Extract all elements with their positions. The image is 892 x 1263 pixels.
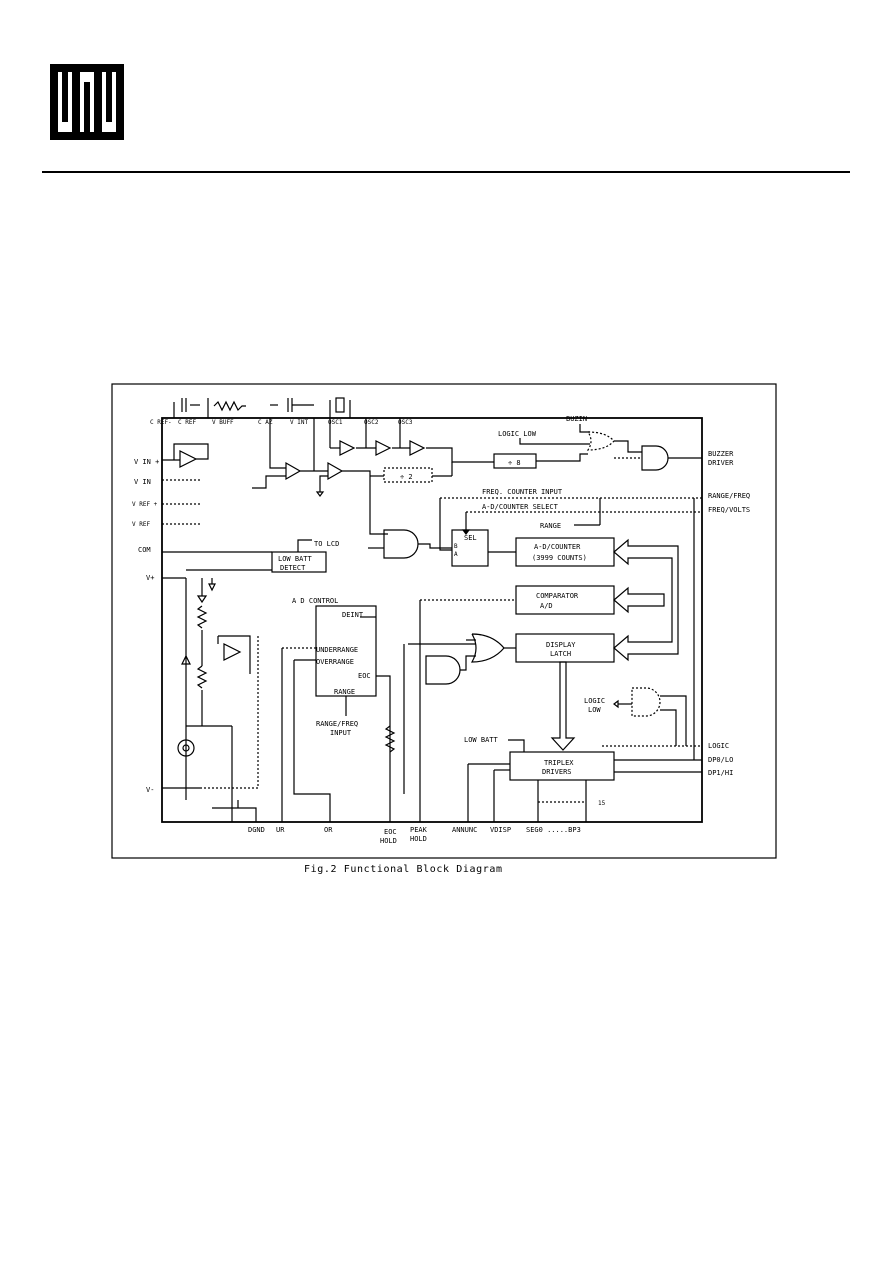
label-vin-plus: V IN +: [134, 458, 159, 466]
label-v-minus: V-: [146, 786, 154, 794]
label-osc1: OSC1: [328, 419, 343, 426]
label-c-ref-minus: C REF-: [150, 419, 172, 426]
comparator-label-1: COMPARATOR: [536, 592, 579, 600]
eoc-label: EOC: [358, 672, 371, 680]
vdisp-pin: VDISP: [490, 826, 511, 834]
logic-low-label-1: LOGIC: [584, 697, 605, 705]
header-rule: [42, 171, 850, 173]
sel-label: SEL: [464, 534, 477, 542]
logic-pin: LOGIC: [708, 742, 729, 750]
eoc-pin-2: HOLD: [380, 837, 397, 845]
chip-boundary: [161, 417, 703, 823]
overrange-label: OVERRANGE: [316, 658, 354, 666]
div2-label: ÷ 2: [400, 473, 413, 481]
range-in-label: RANGE: [334, 688, 355, 696]
latch-label-2: LATCH: [550, 650, 571, 658]
label-vin: V IN: [134, 478, 151, 486]
low-batt-detect-block: [271, 551, 327, 573]
label-osc3: OSC3: [398, 419, 413, 426]
bus-15-label: 15: [598, 800, 606, 807]
label-com: COM: [138, 546, 151, 554]
ur-pin: UR: [276, 826, 285, 834]
sel-block: [451, 529, 489, 567]
range-freq-input-1: RANGE/FREQ: [316, 720, 358, 728]
comparator-label-2: A/D: [540, 602, 553, 610]
oscillator-chain: [329, 418, 494, 483]
latch-label-1: DISPLAY: [546, 641, 576, 649]
or-pin: OR: [324, 826, 333, 834]
counter-label-1: A-D/COUNTER: [534, 543, 581, 551]
dgnd-pin: DGND: [248, 826, 265, 834]
dp0-pin: DP0/LO: [708, 756, 733, 764]
peak-pin-1: PEAK: [410, 826, 428, 834]
range-freq-input-2: INPUT: [330, 729, 352, 737]
input-buffer: [162, 443, 209, 525]
underrange-label: UNDERRANGE: [316, 646, 358, 654]
triplex-drivers-block: [509, 751, 615, 781]
range-label: RANGE: [540, 522, 561, 530]
to-lcd-label: TO LCD: [314, 540, 339, 548]
eoc-pin-1: EOC: [384, 828, 397, 836]
triplex-label-1: TRIPLEX: [544, 759, 574, 767]
logic-low-gate: [631, 687, 661, 717]
sel-a-label: A: [454, 551, 458, 558]
outer-frame: [111, 383, 777, 859]
freq-volts-pin: FREQ/VOLTS: [708, 506, 750, 514]
ad-control-label: A D CONTROL: [292, 597, 338, 605]
low-batt-label-1: LOW BATT: [278, 555, 313, 563]
and-gate-main: [383, 529, 419, 559]
deint-label: DEINT: [342, 611, 364, 619]
supply-network: [162, 577, 259, 822]
counter-label-2: (3999 COUNTS): [532, 554, 587, 562]
label-c-az: C AZ: [258, 419, 273, 426]
bus-arrows: [550, 538, 679, 751]
label-c-ref: C REF: [178, 419, 196, 426]
and-gate-latch: [425, 655, 461, 685]
annunc-pin: ANNUNC: [452, 826, 477, 834]
label-vref: V REF: [132, 521, 150, 528]
freq-counter-input-label: FREQ. COUNTER INPUT: [482, 488, 563, 496]
label-v-buff: V BUFF: [212, 419, 234, 426]
company-logo-mark: [50, 64, 124, 140]
peak-pin-2: HOLD: [410, 835, 427, 843]
seg-pin: SEG0 .....BP3: [526, 826, 581, 834]
or-gate-latch: [470, 633, 505, 663]
dp1-pin: DP1/HI: [708, 769, 733, 777]
logic-low-top-label: LOGIC LOW: [498, 430, 537, 438]
buzin-label: BUZIN: [566, 415, 587, 423]
comparator-block: [515, 585, 615, 615]
div8-label: ÷ 8: [508, 459, 521, 467]
external-components: [173, 397, 351, 418]
divide-by-2-block: [383, 467, 433, 483]
buzzer-gates: [519, 424, 702, 471]
range-freq-pin: RANGE/FREQ: [708, 492, 750, 500]
label-v-int: V INT: [290, 419, 308, 426]
triplex-label-2: DRIVERS: [542, 768, 572, 776]
low-batt-label-2: DETECT: [280, 564, 306, 572]
figure-caption: Fig.2 Functional Block Diagram: [304, 864, 503, 875]
ad-counter-select-label: A-D/COUNTER SELECT: [482, 503, 559, 511]
buzzer-driver-label-1: BUZZER: [708, 450, 734, 458]
low-batt-in-label: LOW BATT: [464, 736, 499, 744]
label-vref-plus: V REF +: [132, 501, 158, 508]
buzzer-driver-label-2: DRIVER: [708, 459, 734, 467]
logic-low-label-2: LOW: [588, 706, 601, 714]
sel-b-label: B: [454, 543, 458, 550]
label-osc2: OSC2: [364, 419, 379, 426]
label-v-plus: V+: [146, 574, 154, 582]
integrator-amps: [252, 418, 388, 535]
